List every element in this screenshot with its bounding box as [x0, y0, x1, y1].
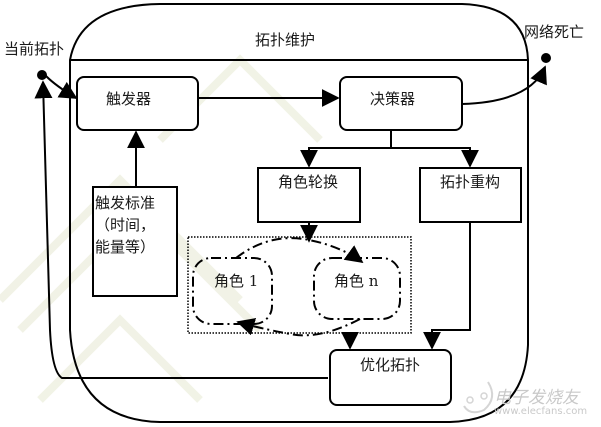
edge-decider-to-role-rotation [300, 130, 392, 168]
role-rotation-box[interactable] [257, 167, 361, 223]
role-group-dotted-box [187, 236, 412, 334]
initial-state-label: 当前拓扑 [4, 40, 65, 58]
role-1-label: 角色 1 [214, 272, 259, 290]
edge-optimize-to-initial [34, 80, 328, 379]
role-rotation-label: 角色轮换 [278, 173, 339, 191]
edge-decider-to-rebuild [391, 147, 479, 168]
container-frame [69, 3, 529, 423]
trigger-criteria-line-3: 能量等） [95, 238, 156, 256]
role-n-label: 角色 n [334, 272, 379, 290]
edge-rebuild-to-optimize [423, 222, 471, 350]
final-state-dot [541, 53, 551, 63]
optimize-topology-label: 优化拓扑 [360, 356, 421, 374]
trigger-label: 触发器 [106, 90, 152, 108]
initial-state-dot [37, 70, 47, 80]
final-state-label: 网络死亡 [524, 23, 585, 41]
trigger-criteria-line-1: 触发标准 [95, 194, 156, 212]
trigger-box[interactable] [76, 76, 199, 131]
optimize-topology-box[interactable] [329, 349, 452, 406]
edge-decider-to-death [461, 65, 547, 105]
role-1-box[interactable] [192, 257, 273, 325]
container-title: 拓扑维护 [255, 31, 316, 49]
trigger-criteria-line-2: （时间， [95, 216, 156, 234]
edge-initial-to-trigger [45, 75, 78, 99]
topology-rebuild-label: 拓扑重构 [440, 173, 501, 191]
decider-label: 决策器 [370, 90, 416, 108]
edge-role-cycle-bottom [236, 318, 361, 337]
topology-rebuild-box[interactable] [419, 167, 522, 223]
watermark-logo-icon [463, 381, 494, 414]
watermark-brand: 电子发烧友 [494, 388, 579, 408]
watermark-url: www.elecfans.com [494, 406, 588, 417]
edge-role-cycle-top [235, 237, 364, 264]
